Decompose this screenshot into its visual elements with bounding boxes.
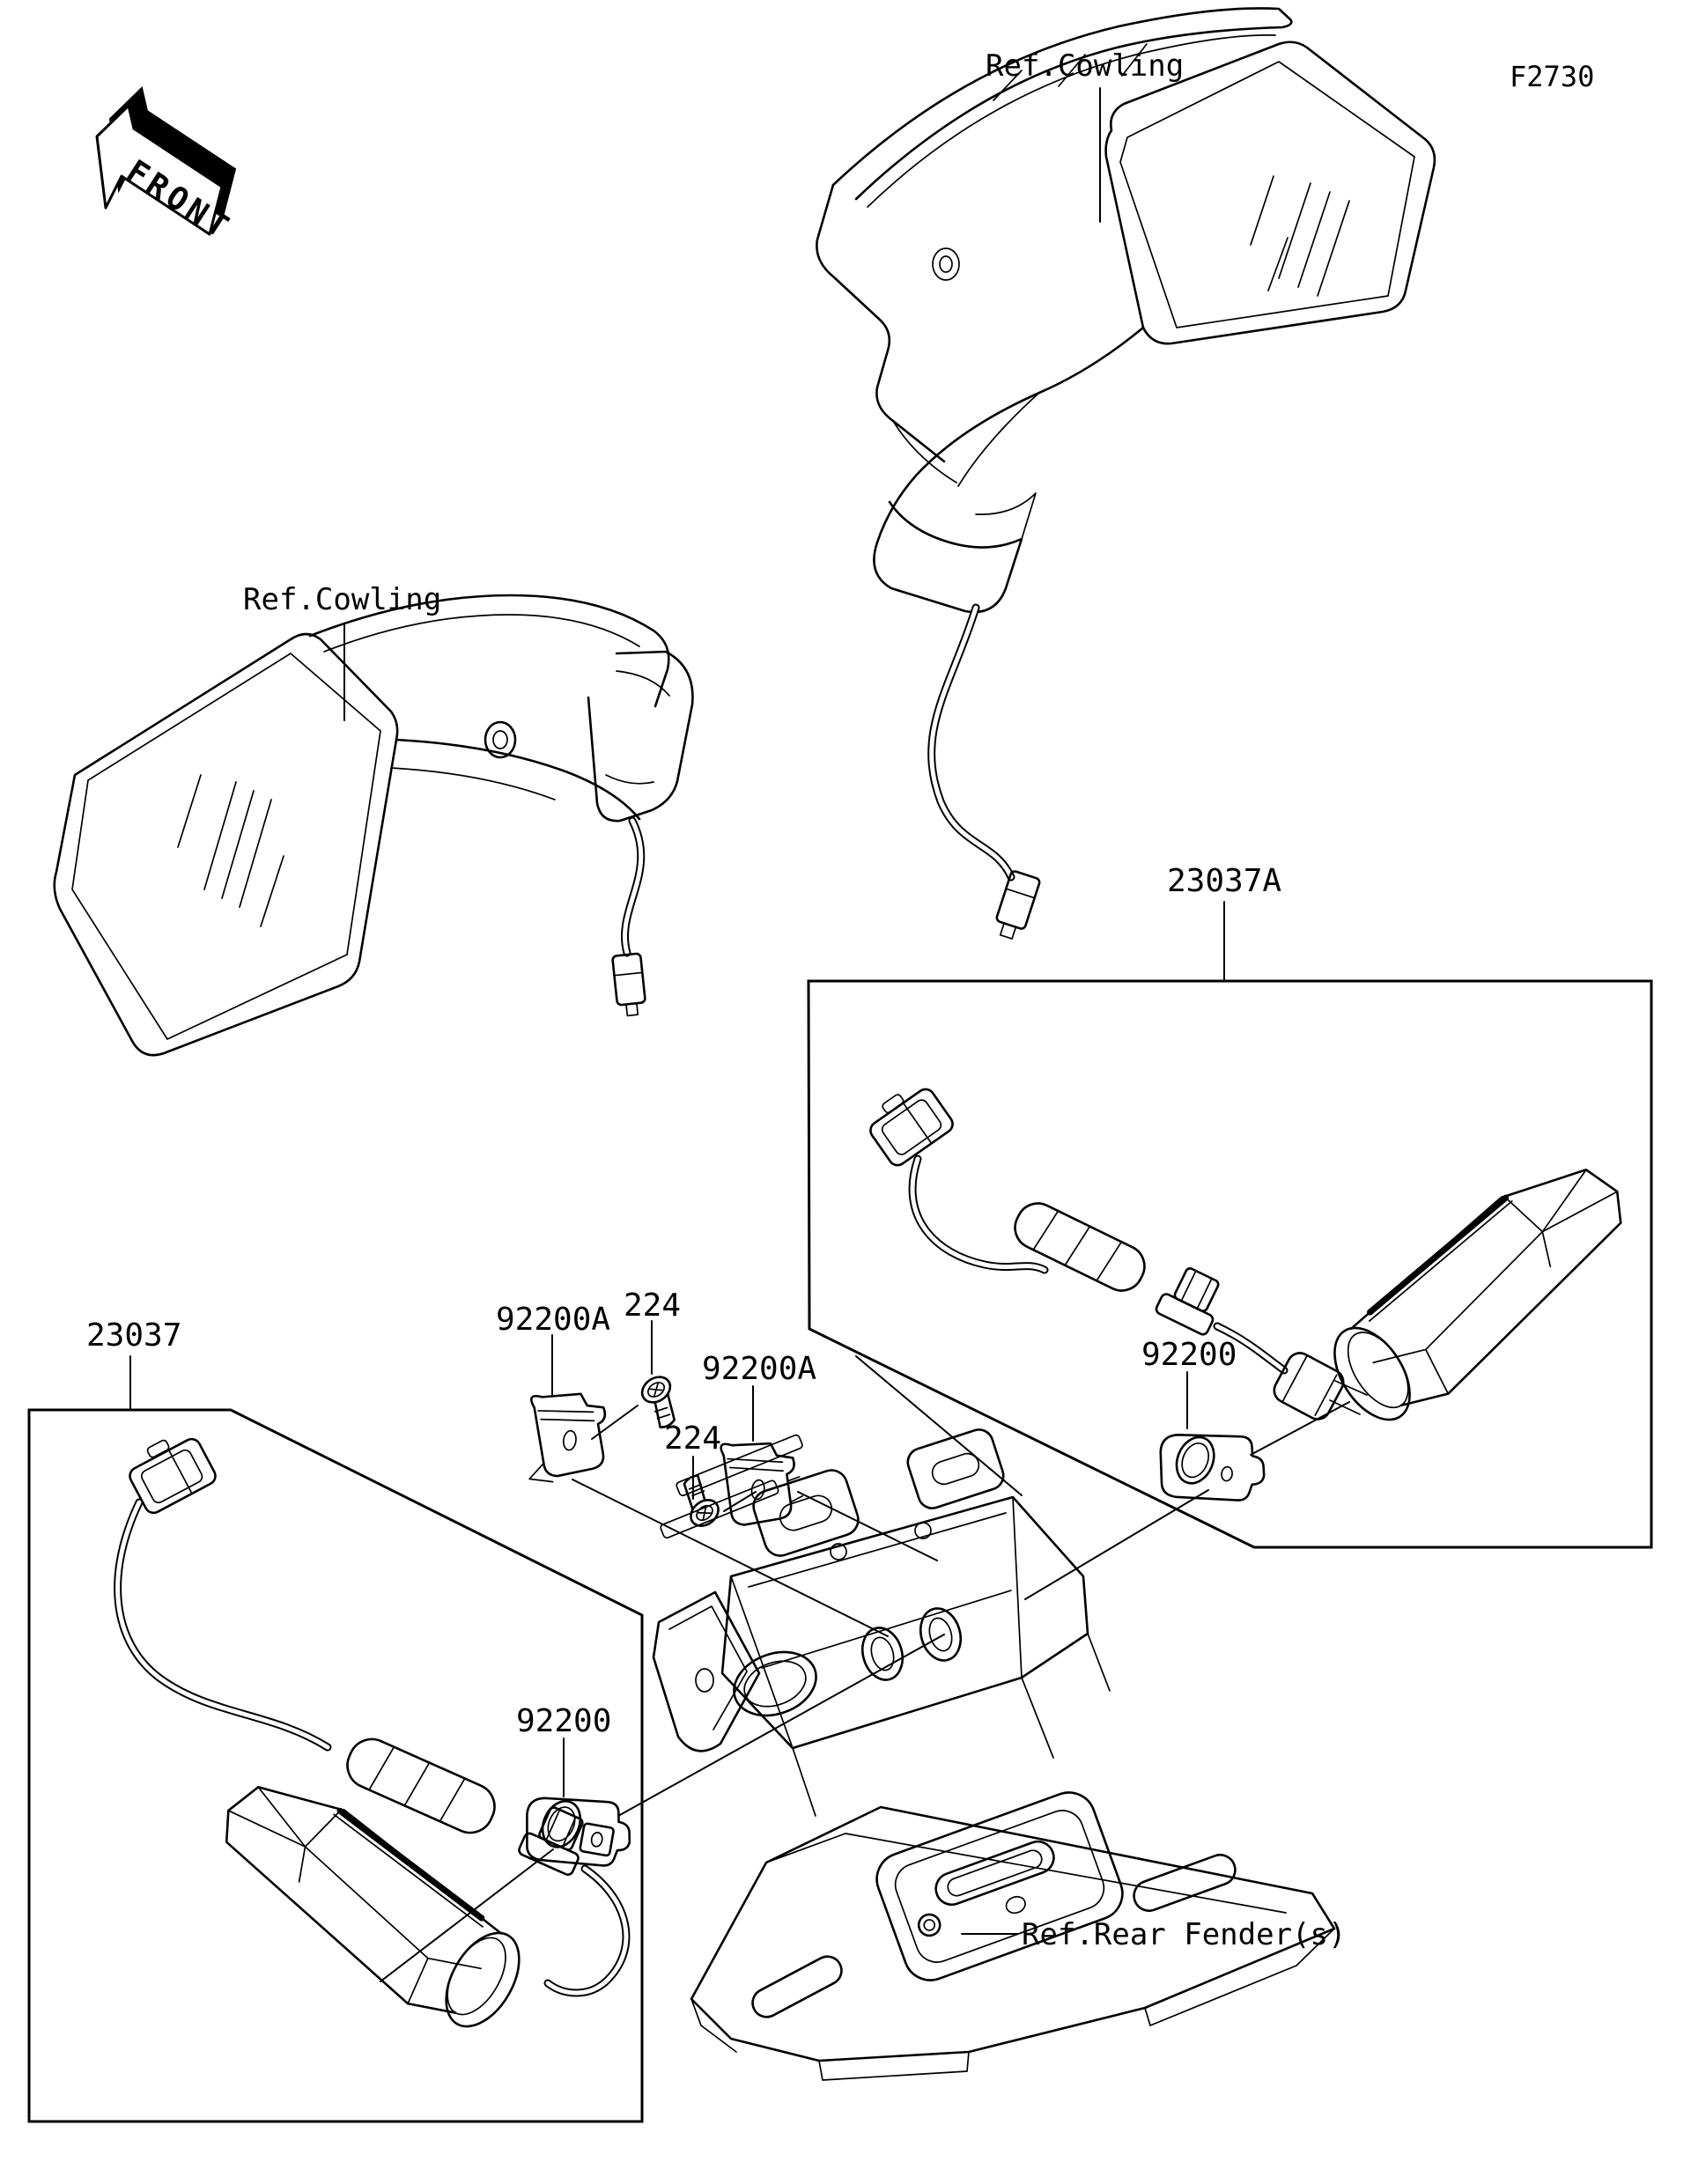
mirror-left-drawing (53, 594, 694, 1057)
label-ref-rear-fender: Ref.Rear Fender(s) (1022, 1917, 1346, 1952)
clamp-drawing-1 (528, 1392, 607, 1483)
bracket-drawing (652, 1428, 1111, 1817)
label-kit-right: 23037A (1167, 863, 1281, 899)
kit-box-left (27, 1408, 644, 2123)
label-ref-cowling-top: Ref.Cowling (986, 48, 1184, 84)
front-arrow: FRONT (95, 86, 238, 247)
harness-clip-right (1155, 1267, 1220, 1336)
screw-drawing-1 (640, 1376, 676, 1428)
connector-left (129, 1437, 217, 1515)
gasket-drawing-right (1159, 1434, 1266, 1502)
label-ref-cowling-left: Ref.Cowling (243, 582, 441, 617)
signal-assembly-left (114, 1437, 631, 2028)
harness-sleeve-right (1014, 1202, 1146, 1292)
leader-lines (129, 87, 1350, 1982)
lamp-left (225, 1786, 521, 2028)
harness-clip-left (518, 1806, 584, 1876)
label-figure-code: F2730 (1510, 60, 1594, 93)
front-arrow-face (95, 104, 224, 236)
harness-sleeve-left (346, 1738, 496, 1834)
gasket-drawing-left (526, 1797, 631, 1867)
label-screw-1: 224 (624, 1288, 681, 1324)
label-clamp-2: 92200A (702, 1351, 816, 1387)
label-gasket-right: 92200 (1141, 1337, 1237, 1373)
connector-right (869, 1088, 954, 1167)
boot-right (1273, 1352, 1345, 1420)
signal-assembly-right (869, 1088, 1622, 1421)
rear-fender-drawing (690, 1791, 1336, 2081)
label-screw-2: 224 (664, 1420, 721, 1457)
label-kit-left: 23037 (86, 1317, 181, 1354)
label-clamp-1: 92200A (496, 1302, 610, 1338)
lamp-right (1333, 1168, 1622, 1421)
label-gasket-left: 92200 (516, 1703, 611, 1739)
mirror-right-drawing (816, 7, 1436, 940)
kit-box-right (807, 979, 1653, 1549)
